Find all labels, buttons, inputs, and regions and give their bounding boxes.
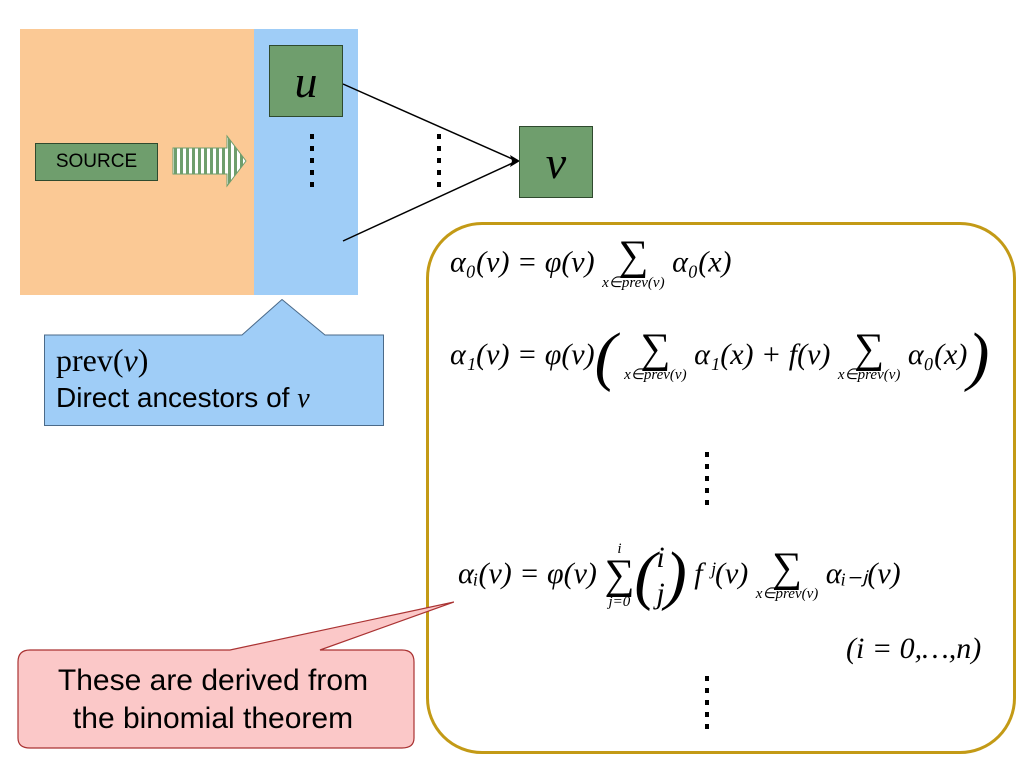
equation-alpha0: α₀(v) = φ(v) ∑x∈prev(v) α₀(x): [450, 233, 732, 291]
node-u-label: u: [294, 55, 318, 107]
source-node: SOURCE: [35, 143, 158, 181]
sum-operator-j: i ∑ j=0: [604, 541, 635, 610]
prev-description: Direct ancestors of v: [56, 382, 310, 414]
node-u: u: [269, 45, 343, 117]
ancestor-ellipsis: [310, 134, 314, 187]
binomial-callout-line1: These are derived from: [57, 664, 369, 697]
binomial-callout-shape: [17, 601, 454, 749]
equation-range: (i = 0,…,n): [846, 632, 982, 665]
sum-operator: ∑x∈prev(v): [602, 233, 665, 291]
equation-alpha1: α₁(v) = φ(v)( ∑x∈prev(v) α₁(x) + f(v) ∑x…: [450, 320, 990, 393]
prev-callout-shape: [44, 299, 384, 426]
binomial-coefficient: i j: [656, 541, 665, 610]
node-v: v: [519, 126, 593, 198]
formula-box: [426, 222, 1016, 754]
equation-ellipsis-middle: [705, 452, 709, 505]
sum-operator: ∑x∈prev(v): [837, 325, 901, 384]
edge-ellipsis: [437, 134, 441, 187]
binomial-callout: These are derived from the binomial theo…: [18, 662, 408, 738]
sum-operator: ∑x∈prev(v): [624, 325, 687, 384]
equation-alphai: αᵢ(v) = φ(v) i ∑ j=0 ( i j ) f ʲ(v) ∑x∈p…: [458, 539, 901, 612]
prev-notation: prev(v): [56, 342, 149, 378]
edge-u-v: [342, 83, 518, 162]
equation-ellipsis-bottom: [705, 676, 709, 729]
node-v-label: v: [545, 136, 567, 188]
prev-callout: prev(v) Direct ancestors of v: [56, 340, 376, 417]
binomial-callout-line2: the binomial theorem: [72, 702, 354, 735]
source-label: SOURCE: [55, 151, 138, 172]
sum-operator: ∑x∈prev(v): [755, 544, 819, 603]
